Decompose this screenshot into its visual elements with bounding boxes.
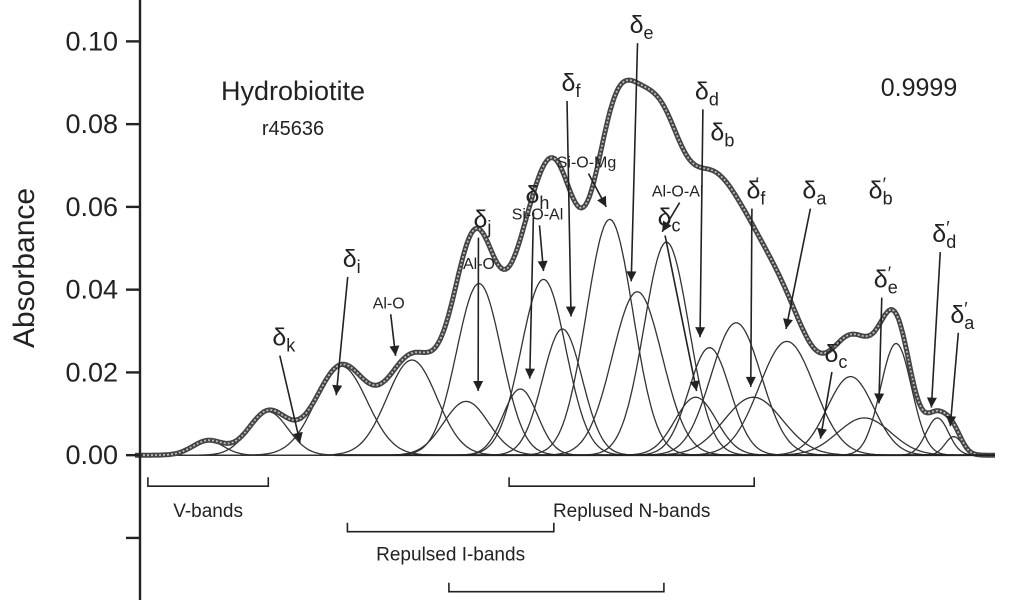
delta-label-f-prime: δf′ [746, 175, 766, 209]
delta-prime: ′ [755, 175, 759, 195]
delta-subscript: c [838, 352, 847, 372]
component-band-dp [135, 417, 995, 456]
delta-subscript: d [946, 232, 956, 252]
band-label: Si-O-Mg [557, 155, 617, 172]
delta-subscript: b [883, 189, 893, 209]
y-tick-label: 0.10 [65, 26, 118, 56]
band-group-bracket: V-bands [147, 477, 270, 522]
sample-id: r45636 [262, 118, 324, 140]
delta-subscript: k [286, 336, 296, 356]
y-axis-label: Absorbance [8, 188, 41, 348]
delta-label-arrow [745, 208, 756, 387]
delta-subscript: h [539, 193, 549, 213]
annotations: Al-OAl-OSi-O-AlSi-O-MgAl-O-Alδkδiδjδhδfδ… [272, 11, 975, 443]
delta-subscript: j [486, 218, 491, 238]
envelope-curve [135, 77, 995, 458]
delta-label-a: δa [802, 177, 827, 209]
component-band-e [135, 291, 995, 456]
delta-prime: ′ [964, 299, 968, 319]
delta-label-arrow [664, 235, 700, 392]
delta-label-arrow [874, 297, 885, 404]
delta-subscript: i [357, 257, 361, 277]
chart-title: Hydrobiotite [221, 76, 365, 106]
component-band-cp [135, 375, 995, 456]
delta-label-d-prime: δd′ [932, 218, 956, 252]
delta-subscript: f [575, 81, 581, 101]
component-band-AlOAl [135, 241, 995, 456]
fit-value: 0.9999 [881, 74, 957, 102]
delta-subscript: e [643, 23, 653, 43]
delta-subscript: a [964, 313, 975, 333]
delta-subscript: a [816, 189, 827, 209]
y-tick-label: 0.06 [65, 192, 118, 222]
delta-label-arrow [473, 237, 484, 392]
delta-prime: ′ [888, 264, 892, 284]
y-tick-label: 0.02 [65, 357, 118, 387]
delta-label-arrow [926, 252, 942, 408]
component-band-ep [135, 417, 995, 456]
delta-label-arrow [626, 43, 639, 282]
delta-label-arrow [565, 101, 576, 317]
delta-prime: ′ [837, 338, 841, 358]
delta-prime: ′ [883, 175, 887, 195]
delta-label-b-prime: δb′ [869, 175, 893, 209]
component-band-B4 [135, 359, 995, 456]
delta-subscript: e [888, 278, 898, 298]
delta-label-arrow [946, 332, 960, 427]
delta-label-d: δd [695, 77, 719, 109]
delta-label-f: δf [562, 69, 582, 101]
band-label: Al-O [373, 295, 405, 312]
delta-prime: ′ [946, 218, 950, 238]
band-label-arrow [661, 202, 681, 233]
delta-label-arrow [279, 355, 303, 443]
delta-subscript: d [709, 89, 719, 109]
component-band-h [135, 388, 995, 456]
delta-label-e: δe [630, 11, 654, 43]
band-label: Si-O-Al [512, 206, 564, 223]
delta-subscript: c [672, 216, 681, 236]
band-group-bracket: Replused N-bands [508, 477, 755, 522]
delta-label-b: δb [710, 119, 734, 151]
band-group-label: Repulsed I-bands [376, 545, 525, 566]
component-band-AlO [135, 282, 995, 456]
band-group-label: Replused N-bands [553, 501, 710, 522]
y-tick-label: 0.08 [65, 109, 118, 139]
band-group-bracket [448, 582, 665, 593]
component-band-fp [135, 396, 995, 456]
component-band-SiOAl [135, 278, 995, 456]
delta-subscript: f [760, 189, 766, 209]
component-band-bp [135, 342, 995, 456]
component-band-c [135, 396, 995, 456]
delta-label-j: δj [473, 206, 491, 238]
y-tick-label: 0.04 [65, 275, 118, 305]
delta-label-arrow [817, 371, 833, 439]
delta-subscript: b [724, 131, 734, 151]
delta-label-arrow [783, 208, 812, 330]
delta-label-e-prime: δe′ [874, 264, 898, 298]
delta-label-h: δh [526, 181, 550, 213]
delta-label-arrow [332, 276, 349, 396]
band-label: Al-O-Al [652, 184, 704, 201]
band-group-label: V-bands [173, 501, 243, 522]
delta-label-a-prime: δa′ [950, 299, 975, 333]
band-label-arrow [389, 314, 400, 356]
delta-label-i: δi [343, 245, 361, 277]
band-group-bracket: Repulsed I-bands [346, 522, 555, 566]
band-label-arrow [587, 173, 607, 208]
band-label-arrow [537, 225, 548, 272]
delta-label-arrow [695, 109, 706, 338]
delta-label-k: δk [272, 324, 296, 356]
y-ticks: 0.10 0.08 0.06 0.04 0.02 0.00 [65, 26, 140, 540]
delta-label-arrow [524, 212, 535, 379]
envelope-measured-line [135, 79, 995, 457]
delta-label-c-prime: δc′ [824, 338, 847, 372]
y-axis [138, 0, 995, 600]
y-tick-label: 0.00 [65, 440, 118, 470]
